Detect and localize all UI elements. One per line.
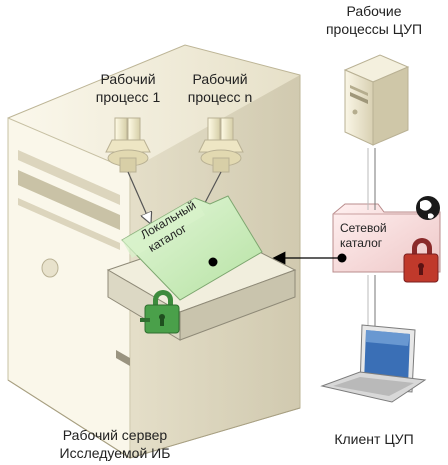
label-work-server-line1: Рабочий сервер <box>62 427 168 443</box>
local-catalog-dot <box>208 257 218 267</box>
process-1-icon <box>105 117 151 173</box>
label-server-processes-line2: процессы ЦУП <box>325 21 423 37</box>
label-network-catalog: Сетевой каталог <box>340 221 387 251</box>
label-process-1: Рабочий процесс 1 <box>86 70 170 106</box>
label-server-processes: Рабочие процессы ЦУП <box>318 2 430 38</box>
local-catalog-folder <box>121 195 263 301</box>
label-network-catalog-line2: каталог <box>340 236 383 250</box>
label-client-text: Клиент ЦУП <box>334 431 414 447</box>
server-icon <box>343 54 410 146</box>
arrow-process-1 <box>127 171 150 222</box>
green-lock-icon <box>140 290 180 334</box>
label-server-processes-line1: Рабочие <box>346 3 402 19</box>
label-client: Клиент ЦУП <box>318 430 430 448</box>
label-process-n-line1: Рабочий <box>192 71 248 87</box>
label-work-server: Рабочий сервер Исследуемой ИБ <box>40 426 190 462</box>
process-n-icon <box>198 117 244 173</box>
red-lock-icon <box>403 238 439 283</box>
label-process-n-line2: процесс n <box>187 89 253 105</box>
label-work-server-line2: Исследуемой ИБ <box>59 445 171 461</box>
globe-icon <box>416 196 440 220</box>
label-process-n: Рабочий процесс n <box>178 70 262 106</box>
laptop-icon <box>320 324 427 403</box>
label-network-catalog-line1: Сетевой <box>340 221 387 235</box>
label-process-1-line2: процесс 1 <box>95 89 161 105</box>
label-process-1-line1: Рабочий <box>100 71 156 87</box>
